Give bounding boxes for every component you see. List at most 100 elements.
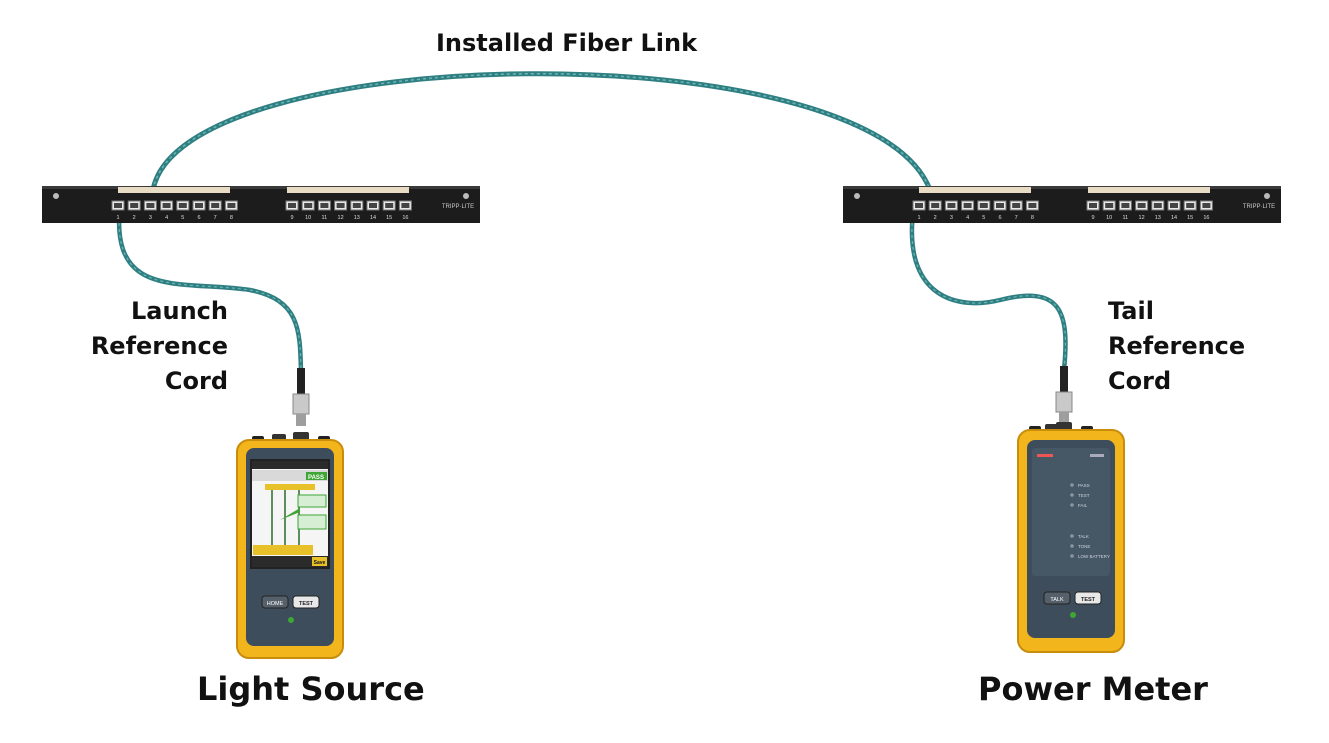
patch-port-socket (947, 203, 956, 208)
patch-port-number: 2 (934, 215, 937, 221)
led-label: FAIL (1078, 503, 1088, 508)
status-led (288, 617, 294, 623)
patch-port-number: 9 (1091, 215, 1094, 221)
patch-port-number: 5 (982, 215, 985, 221)
patch-port-number: 6 (197, 215, 200, 221)
patch-port-number: 1 (116, 215, 119, 221)
patch-port-number: 13 (1155, 215, 1161, 221)
patch-port-socket (1137, 203, 1146, 208)
patch-port-number: 12 (338, 215, 344, 221)
test-button-label: TEST (299, 601, 314, 607)
launch-label-line-1: Launch (131, 297, 228, 325)
home-button[interactable] (261, 595, 289, 609)
test-button[interactable] (292, 595, 320, 609)
patch-port-number: 15 (1187, 215, 1193, 221)
patch-port-number: 11 (1123, 215, 1129, 221)
led-low-battery (1070, 554, 1074, 558)
power-meter-label: Power Meter (978, 670, 1208, 708)
patch-port-number: 14 (370, 215, 376, 221)
patch-port-number: 8 (1031, 215, 1034, 221)
patch-port-socket (1186, 203, 1195, 208)
patch-port-number: 14 (1171, 215, 1177, 221)
patch-port-number: 4 (966, 215, 969, 221)
patch-port-socket (320, 203, 329, 208)
fiber-cables (116, 71, 1068, 375)
launch-label-line-3: Cord (164, 367, 228, 395)
patch-port-number: 5 (181, 215, 184, 221)
led-talk (1070, 534, 1074, 538)
led-test (1070, 493, 1074, 497)
patch-port-socket (1121, 203, 1130, 208)
tail-reference-cord-cable (909, 202, 1068, 373)
installed-fiber-link-label: Installed Fiber Link (436, 29, 698, 57)
patch-port-number: 8 (230, 215, 233, 221)
led-label: TEST (1078, 493, 1090, 498)
tail-label-line-1: Tail (1108, 297, 1154, 325)
led-fail (1070, 503, 1074, 507)
patch-port-number: 1 (917, 215, 920, 221)
led-label: PASS (1078, 483, 1090, 488)
meter-test-button-label: TEST (1081, 597, 1096, 603)
tail-reference-cord-label: Tail Reference Cord (1108, 294, 1268, 399)
patch-port-number: 10 (305, 215, 311, 221)
patch-port-socket (146, 203, 155, 208)
patch-port-socket (1089, 203, 1097, 208)
patch-port-socket (227, 203, 236, 208)
led-label: LOW BATTERY (1078, 554, 1110, 559)
panel-brand-logo: TRIPP·LITE (442, 204, 474, 210)
patch-port-socket (931, 203, 940, 208)
patch-port-number: 16 (402, 215, 408, 221)
patch-port-socket (114, 203, 122, 208)
patch-port-number: 12 (1139, 215, 1145, 221)
patch-port-socket (979, 203, 988, 208)
led-indicators: PASS TEST FAIL TALK TONE LOW BATTERY (1070, 483, 1110, 559)
patch-port-socket (162, 203, 171, 208)
screen-pass-status: PASS (308, 475, 324, 481)
tail-cord-connector (1055, 366, 1073, 424)
launch-cord-connector (292, 368, 310, 426)
led-label: TONE (1078, 544, 1090, 549)
patch-port-number: 4 (165, 215, 168, 221)
installed-fiber-link-cable (150, 71, 933, 193)
patch-port-socket (211, 203, 220, 208)
patch-port-number: 3 (950, 215, 953, 221)
patch-port-socket (996, 203, 1004, 208)
patch-port-socket (352, 203, 361, 208)
led-label: TALK (1078, 534, 1089, 539)
home-button-label: HOME (267, 601, 284, 607)
patch-port-number: 6 (998, 215, 1001, 221)
patch-port-number: 15 (386, 215, 392, 221)
patch-port-number: 7 (214, 215, 217, 221)
patch-port-socket (963, 203, 972, 208)
patch-port-socket (1012, 203, 1021, 208)
patch-port-socket (304, 203, 313, 208)
patch-port-socket (401, 203, 410, 208)
patch-port-socket (178, 203, 187, 208)
screen-soft-key[interactable]: Save (314, 560, 326, 566)
patch-port-socket (915, 203, 923, 208)
panel-brand-logo: TRIPP·LITE (1243, 204, 1275, 210)
patch-port-number: 13 (354, 215, 360, 221)
tail-label-line-3: Cord (1108, 367, 1172, 395)
talk-button[interactable] (1043, 591, 1071, 605)
patch-port-number: 7 (1015, 215, 1018, 221)
tail-label-line-2: Reference (1108, 332, 1246, 360)
patch-port-number: 2 (133, 215, 136, 221)
talk-button-label: TALK (1050, 597, 1064, 603)
patch-port-number: 11 (322, 215, 328, 221)
patch-port-number: 10 (1106, 215, 1112, 221)
meter-status-led (1070, 612, 1076, 618)
led-pass (1070, 483, 1074, 487)
launch-reference-cord-label: Launch Reference Cord (80, 294, 228, 399)
patch-port-socket (130, 203, 139, 208)
meter-test-button[interactable] (1074, 591, 1102, 605)
led-tone (1070, 544, 1074, 548)
patch-port-number: 9 (290, 215, 293, 221)
patch-port-socket (1153, 203, 1162, 208)
patch-port-socket (288, 203, 296, 208)
patch-port-socket (1170, 203, 1178, 208)
